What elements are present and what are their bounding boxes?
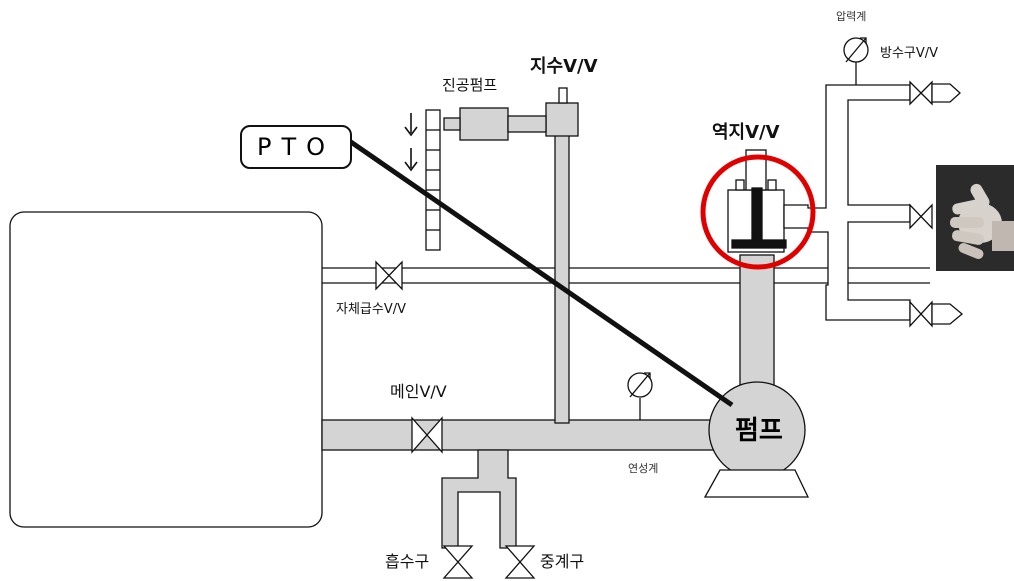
water-tank (10, 212, 322, 527)
pto-label: PTO (257, 133, 335, 161)
pump-riser-pipe (740, 255, 774, 395)
discharge-valve-bottom (910, 302, 932, 326)
pto-drive-line (348, 140, 732, 405)
pto-box: PTO (240, 125, 352, 169)
compound-gauge-label: 연성계 (628, 460, 658, 476)
vacuum-pump-body (460, 108, 508, 140)
vacuum-line-pipe (555, 135, 569, 423)
water-stop-valve-body (546, 103, 578, 136)
vacuum-pump-label: 진공펌프 (442, 74, 497, 95)
hand-photo (936, 165, 1014, 271)
discharge-header (784, 85, 910, 320)
discharge-valve-label: 방수구V/V (880, 42, 938, 61)
suction-valve-symbol (444, 546, 472, 578)
main-suction-pipe (322, 420, 722, 450)
pressure-gauge-label: 압력계 (836, 8, 866, 24)
hand-image (936, 165, 1014, 271)
water-stop-valve-label: 지수V/V (530, 52, 598, 78)
main-valve-label: 메인V/V (390, 378, 447, 402)
self-supply-valve-label: 자체급수V/V (336, 298, 406, 317)
relay-port-label: 중계구 (540, 548, 584, 572)
pump-base (705, 470, 808, 497)
drive-belt (426, 110, 440, 250)
suction-branch-pipe (442, 450, 516, 548)
self-supply-valve-symbol (376, 262, 402, 289)
discharge-valve-top (910, 82, 932, 104)
check-valve-label: 역지V/V (712, 118, 780, 144)
discharge-valve-mid (910, 205, 932, 228)
suction-inlet-label: 흡수구 (385, 548, 429, 572)
relay-valve-symbol (506, 546, 534, 578)
pump-label: 펌프 (735, 410, 783, 447)
